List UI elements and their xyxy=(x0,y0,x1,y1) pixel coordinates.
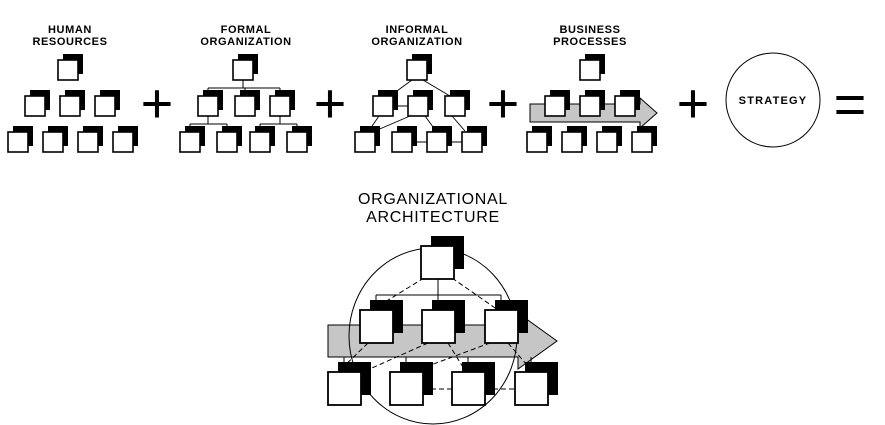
informal-network-dashed-connector xyxy=(337,277,534,390)
org-unit-box-icon xyxy=(216,125,243,153)
org-unit-box-icon xyxy=(426,125,453,153)
formal-organization-group: FORMAL ORGANIZATION xyxy=(179,24,313,153)
org-unit-box-icon xyxy=(327,361,372,406)
plus-operator: + xyxy=(677,72,710,135)
org-unit-box-icon xyxy=(420,235,465,280)
org-unit-box-icon xyxy=(112,125,139,153)
org-unit-box-icon xyxy=(514,361,559,406)
organizational-architecture-group: ORGANIZATIONAL ARCHITECTURE xyxy=(327,191,559,425)
org-unit-box-icon xyxy=(286,125,313,153)
org-unit-box-icon xyxy=(407,89,434,117)
plus-operator: + xyxy=(487,72,520,135)
result-title-line1: ORGANIZATIONAL xyxy=(358,191,508,208)
org-unit-box-icon xyxy=(406,53,433,81)
business-processes-label-line2: PROCESSES xyxy=(553,36,627,48)
plus-operator: + xyxy=(314,72,347,135)
org-unit-box-icon xyxy=(461,125,488,153)
informal-organization-label-line1: INFORMAL xyxy=(386,24,449,36)
plus-operator: + xyxy=(141,72,174,135)
org-unit-box-icon xyxy=(596,125,623,153)
org-unit-box-icon xyxy=(179,125,206,153)
org-unit-box-icon xyxy=(372,89,399,117)
informal-organization-group: INFORMAL ORGANIZATION xyxy=(354,24,488,153)
org-unit-box-icon xyxy=(249,125,276,153)
org-unit-box-icon xyxy=(444,89,471,117)
human-resources-label-line1: HUMAN xyxy=(48,24,92,36)
org-unit-box-icon xyxy=(354,125,381,153)
org-unit-box-icon xyxy=(77,125,104,153)
org-unit-box-icon xyxy=(59,89,86,117)
business-processes-group: BUSINESS PROCESSES xyxy=(526,24,658,153)
formal-organization-label-line1: FORMAL xyxy=(221,24,272,36)
org-unit-box-icon xyxy=(24,89,51,117)
result-title-line2: ARCHITECTURE xyxy=(366,209,500,226)
strategy-label: STRATEGY xyxy=(739,95,808,107)
org-unit-box-icon xyxy=(94,89,121,117)
strategy-circle xyxy=(725,52,821,148)
org-unit-box-icon xyxy=(269,89,296,117)
org-unit-box-icon xyxy=(451,361,496,406)
human-resources-label-line2: RESOURCES xyxy=(32,36,107,48)
informal-network-connector xyxy=(367,79,466,143)
org-unit-box-icon xyxy=(389,361,434,406)
org-unit-box-icon xyxy=(232,53,259,81)
org-unit-box-icon xyxy=(391,125,418,153)
org-unit-box-icon xyxy=(579,53,606,81)
org-unit-box-icon xyxy=(631,125,658,153)
formal-organization-label-line2: ORGANIZATION xyxy=(200,36,291,48)
org-unit-box-icon xyxy=(561,125,588,153)
org-unit-box-icon xyxy=(197,89,224,117)
org-unit-box-icon xyxy=(42,125,69,153)
equals-operator: = xyxy=(834,73,867,136)
org-unit-box-icon xyxy=(234,89,261,117)
informal-organization-label-line2: ORGANIZATION xyxy=(371,36,462,48)
human-resources-group: HUMAN RESOURCES xyxy=(7,24,139,153)
org-unit-box-icon xyxy=(526,125,553,153)
strategy-group: STRATEGY xyxy=(725,52,821,148)
org-unit-box-icon xyxy=(57,53,84,81)
business-processes-label-line1: BUSINESS xyxy=(559,24,620,36)
org-unit-box-icon xyxy=(7,125,34,153)
